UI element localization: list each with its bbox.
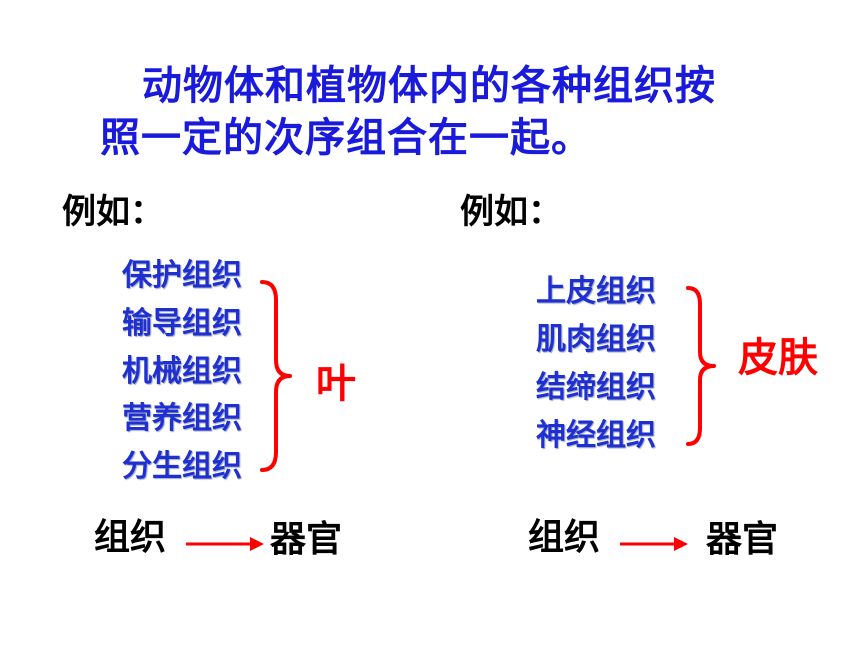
left-tissue-item: 分生组织 — [122, 449, 242, 484]
right-tissue-item: 结缔组织 — [536, 370, 656, 405]
right-brace-icon — [686, 286, 716, 446]
left-tissue-item: 机械组织 — [122, 354, 242, 389]
left-tissue-item: 营养组织 — [122, 401, 242, 436]
right-flow-from: 组织 — [528, 517, 601, 558]
right-flow-to: 器官 — [706, 519, 779, 560]
left-tissue-item: 输导组织 — [122, 306, 242, 341]
right-tissue-item: 神经组织 — [536, 418, 656, 453]
heading-line-2: 照一定的次序组合在一起。 — [100, 115, 592, 161]
right-example-label: 例如： — [460, 192, 562, 232]
left-flow-to: 器官 — [270, 519, 343, 560]
left-organ-label: 叶 — [316, 361, 356, 407]
left-tissue-item: 保护组织 — [122, 258, 242, 293]
right-tissue-item: 上皮组织 — [536, 274, 656, 309]
left-example-label: 例如： — [62, 192, 164, 232]
right-flow-arrow-icon — [620, 537, 688, 551]
right-organ-label: 皮肤 — [738, 335, 818, 381]
left-brace-icon — [260, 280, 292, 472]
heading-line-1: 动物体和植物体内的各种组织按 — [142, 63, 716, 109]
left-flow-arrow-icon — [186, 537, 264, 551]
right-tissue-item: 肌肉组织 — [536, 322, 656, 357]
left-flow-from: 组织 — [94, 517, 167, 558]
